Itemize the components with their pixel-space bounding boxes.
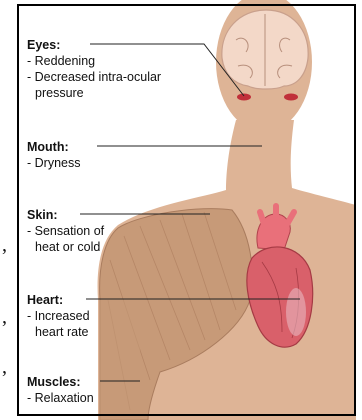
left-eye-icon bbox=[237, 94, 251, 101]
muscles-heading: Muscles: bbox=[27, 374, 81, 390]
heart-highlight bbox=[286, 288, 306, 336]
skin-label: Skin: - Sensation of heat or cold bbox=[27, 207, 104, 255]
eyes-heading: Eyes: bbox=[27, 37, 60, 53]
mouth-item-1: - Dryness bbox=[27, 155, 80, 171]
muscles-label: Muscles: - Relaxation bbox=[27, 374, 94, 406]
eyes-item-2: - Decreased intra-ocular bbox=[27, 69, 161, 85]
mouth-label: Mouth: - Dryness bbox=[27, 139, 80, 171]
muscles-item-1: - Relaxation bbox=[27, 390, 94, 406]
edge-mark-2: , bbox=[2, 306, 7, 329]
forearm bbox=[100, 300, 140, 420]
mouth-heading: Mouth: bbox=[27, 139, 69, 155]
heart-item-1: - Increased bbox=[27, 308, 90, 324]
right-eye-icon bbox=[284, 94, 298, 101]
edge-mark-1: , bbox=[2, 234, 7, 257]
skin-item-1: - Sensation of bbox=[27, 223, 104, 239]
heart-label: Heart: - Increased heart rate bbox=[27, 292, 90, 340]
heart-heading: Heart: bbox=[27, 292, 63, 308]
skin-item-2: heat or cold bbox=[27, 239, 104, 255]
edge-mark-3: , bbox=[2, 356, 7, 379]
eyes-item-3: pressure bbox=[27, 85, 161, 101]
heart-item-2: heart rate bbox=[27, 324, 90, 340]
skin-heading: Skin: bbox=[27, 207, 58, 223]
eyes-item-1: - Reddening bbox=[27, 53, 161, 69]
eyes-label: Eyes: - Reddening - Decreased intra-ocul… bbox=[27, 37, 161, 101]
